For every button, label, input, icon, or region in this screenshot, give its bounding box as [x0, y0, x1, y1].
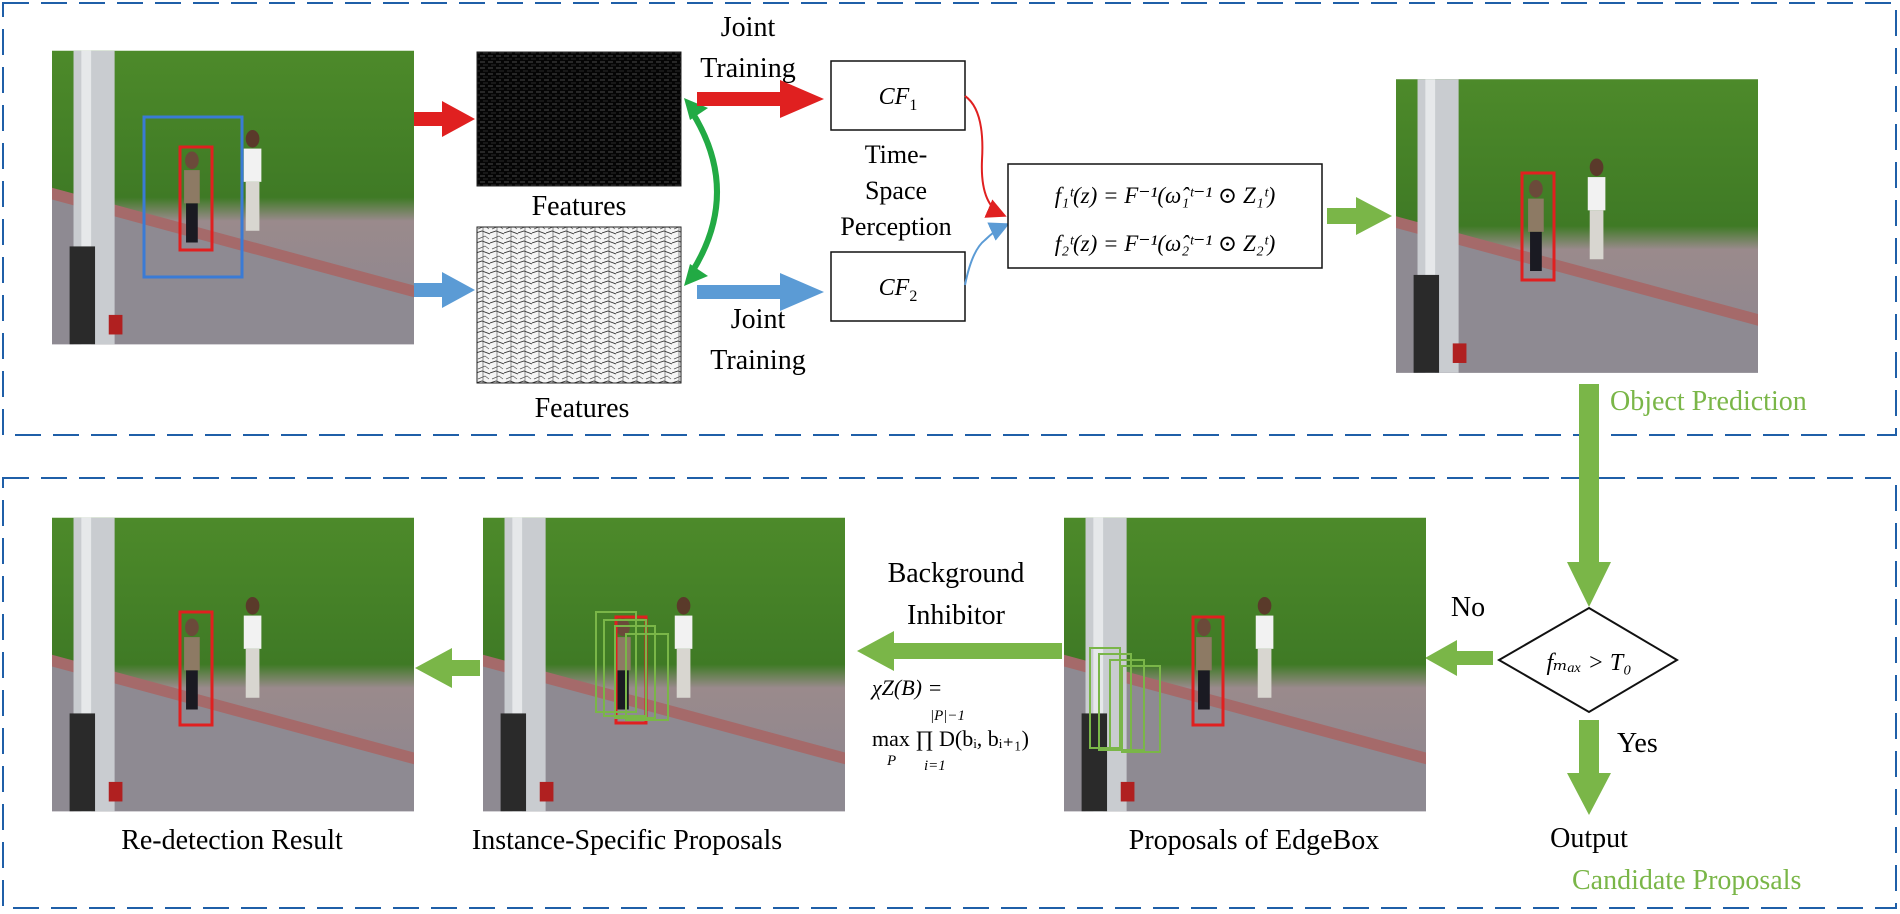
feature-map-dark — [476, 51, 682, 187]
instance-proposal-4 — [625, 633, 669, 721]
joint-training-bottom-2: Training — [710, 345, 805, 376]
cf2-label: CF2 — [879, 275, 918, 305]
blue-arrow-input — [414, 272, 475, 308]
red-thin-curve — [964, 95, 1007, 218]
time-space-3: Perception — [840, 212, 951, 241]
background-inhibitor-2: Inhibitor — [907, 600, 1006, 631]
green-joint-arrow — [689, 110, 720, 274]
edgebox-proposal-4 — [1121, 665, 1161, 753]
joint-training-bottom-1: Joint — [731, 304, 786, 335]
cf2-box — [830, 251, 966, 322]
features-label-2: Features — [535, 393, 630, 424]
instance-frame — [483, 517, 845, 812]
green-arrow-to-prediction — [1327, 197, 1392, 235]
object-prediction-label: Object Prediction — [1610, 386, 1807, 417]
equation-box — [1007, 163, 1323, 269]
edgebox-target-box — [1191, 615, 1225, 727]
equation-2: f₂ᵗ(z) = F⁻¹(ω̂₂ᵗ⁻¹ ⊙ Z₂ᵗ) — [1055, 231, 1276, 256]
bottom-section-border — [2, 477, 1897, 909]
top-section-border — [2, 2, 1897, 436]
green-arrow-to-redetection — [415, 648, 480, 688]
joint-training-top-1: Joint — [721, 12, 776, 43]
instance-proposal-3 — [614, 625, 656, 719]
output-label: Output — [1550, 823, 1628, 854]
red-arrow-to-cf1 — [697, 80, 824, 118]
prediction-box — [1520, 171, 1556, 282]
green-arrow-yes — [1567, 720, 1611, 815]
features-label-1: Features — [532, 191, 627, 222]
redetection-frame — [52, 517, 414, 812]
redetection-label: Re-detection Result — [121, 825, 343, 856]
joint-training-top-2: Training — [700, 53, 795, 84]
formula-prod-lower: i=1 — [924, 758, 946, 774]
redetection-box — [178, 610, 214, 727]
cf1-box — [830, 60, 966, 131]
formula-line-1: χZ(B) = — [870, 675, 942, 700]
decision-label: fₘₐₓ > T₀ — [1546, 650, 1631, 676]
formula-line-2: max ∏ D(bᵢ, bᵢ₊₁) — [872, 726, 1029, 751]
blue-arrow-to-cf2 — [697, 273, 824, 311]
green-arrow-down — [1567, 384, 1611, 607]
time-space-2: Space — [865, 176, 927, 205]
instance-label: Instance-Specific Proposals — [472, 825, 782, 856]
candidate-proposals-label: Candidate Proposals — [1572, 865, 1801, 896]
feature-map-edge — [476, 226, 682, 384]
green-arrow-to-instance — [857, 631, 1062, 671]
input-frame — [52, 50, 414, 345]
green-joint-arrow-head-bottom — [684, 264, 708, 286]
blue-thin-curve — [964, 222, 1010, 286]
green-joint-arrow-head-top — [684, 98, 708, 120]
prediction-frame — [1396, 79, 1758, 373]
formula-sub-p: P — [886, 753, 896, 769]
edgebox-proposal-3 — [1109, 659, 1145, 751]
decision-diamond — [1497, 606, 1679, 714]
target-box — [178, 145, 214, 252]
time-space-1: Time- — [865, 140, 928, 169]
search-region-box — [142, 115, 244, 279]
equation-1: f₁ᵗ(z) = F⁻¹(ω̂₁ᵗ⁻¹ ⊙ Z₁ᵗ) — [1055, 183, 1276, 208]
edgebox-frame — [1064, 517, 1426, 812]
formula-prod-upper: |P|−1 — [930, 708, 965, 724]
cf1-label: CF1 — [879, 84, 918, 114]
edgebox-proposal-1 — [1089, 647, 1121, 749]
yes-label: Yes — [1617, 728, 1658, 759]
background-inhibitor-1: Background — [888, 558, 1025, 589]
green-arrow-no — [1425, 640, 1493, 676]
no-label: No — [1451, 592, 1485, 623]
edgebox-label: Proposals of EdgeBox — [1129, 825, 1379, 856]
red-arrow-input — [414, 101, 475, 137]
